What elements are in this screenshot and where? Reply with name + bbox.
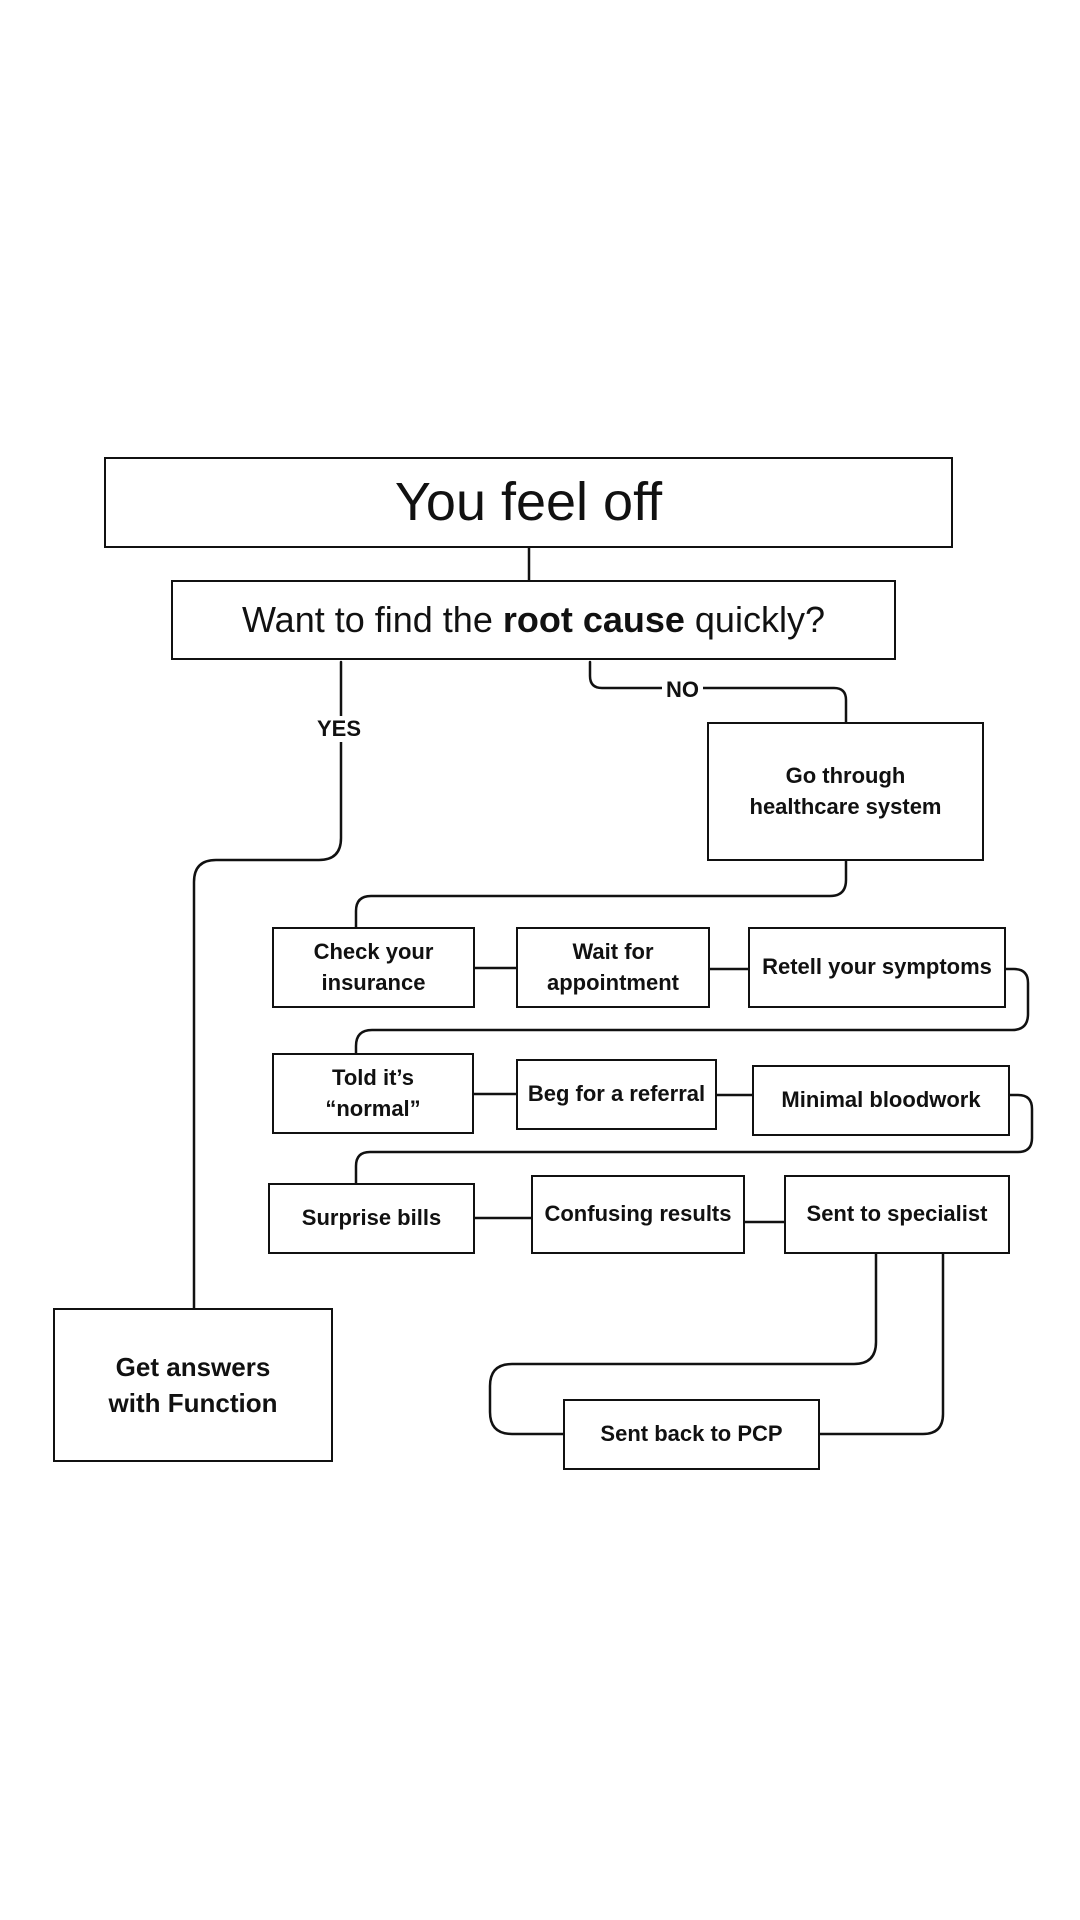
healthcare-system-text: Go through healthcare system bbox=[749, 762, 942, 819]
step-beg-referral: Beg for a referral bbox=[516, 1059, 717, 1130]
question-box: Want to find the root cause quickly? bbox=[171, 580, 896, 660]
step-sent-specialist: Sent to specialist bbox=[784, 1175, 1010, 1254]
no-label: NO bbox=[662, 677, 703, 703]
result-function-box: Get answers with Function bbox=[53, 1308, 333, 1462]
connector-specialist-pcp bbox=[488, 1252, 878, 1436]
question-text: Want to find the root cause quickly? bbox=[242, 595, 825, 645]
step-sent-back-pcp: Sent back to PCP bbox=[563, 1399, 820, 1470]
healthcare-system-box: Go through healthcare system bbox=[707, 722, 984, 861]
title-box: You feel off bbox=[104, 457, 953, 548]
step-wait-appointment: Wait for appointment bbox=[516, 927, 710, 1008]
step-told-normal: Told it’s “normal” bbox=[272, 1053, 474, 1134]
step-check-insurance: Check your insurance bbox=[272, 927, 475, 1008]
connector-yes bbox=[192, 660, 343, 1311]
connector-healthcare-row1 bbox=[354, 859, 848, 930]
connector-no bbox=[588, 660, 848, 724]
step-retell-symptoms: Retell your symptoms bbox=[748, 927, 1006, 1008]
connector-row2-row3 bbox=[354, 1093, 1034, 1185]
yes-label: YES bbox=[313, 716, 366, 742]
step-surprise-bills: Surprise bills bbox=[268, 1183, 475, 1254]
connector-row1-row2 bbox=[354, 967, 1030, 1056]
step-confusing-results: Confusing results bbox=[531, 1175, 745, 1254]
connector-pcp-specialist bbox=[818, 1252, 945, 1436]
question-prefix: Want to find the bbox=[242, 598, 503, 640]
result-function-text: Get answers with Function bbox=[108, 1351, 278, 1418]
step-minimal-bloodwork: Minimal bloodwork bbox=[752, 1065, 1010, 1136]
question-suffix: quickly? bbox=[684, 598, 825, 640]
title-text: You feel off bbox=[394, 471, 663, 532]
question-emphasis: root cause bbox=[502, 598, 685, 640]
